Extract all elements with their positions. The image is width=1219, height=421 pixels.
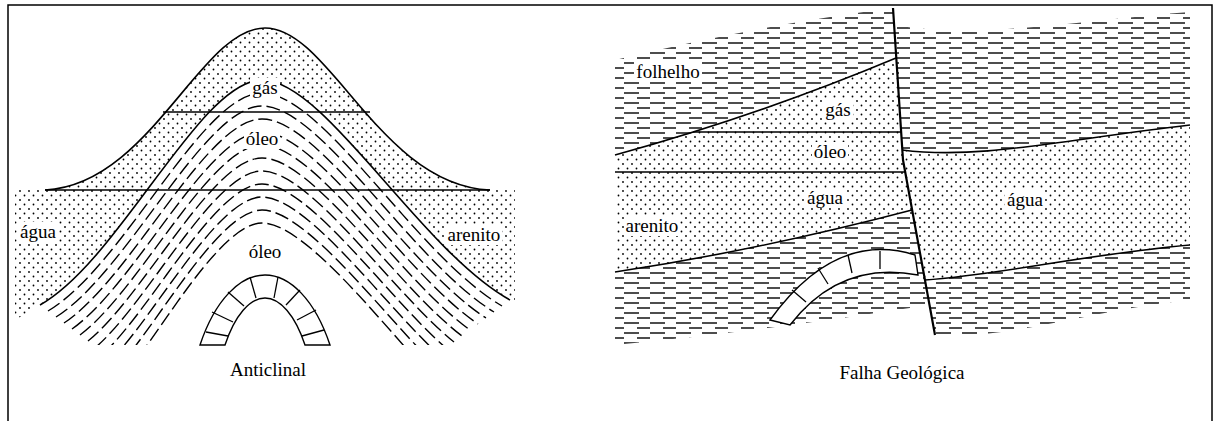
layer-label: água <box>1005 190 1045 211</box>
shale-bedding <box>96 171 454 347</box>
shale-bedding <box>64 119 486 323</box>
gas-oil-contact <box>163 111 370 113</box>
oil-water-contact <box>45 189 490 191</box>
shale-layer <box>615 210 930 345</box>
layer-label: água <box>18 222 58 243</box>
layer-label: óleo <box>812 142 849 163</box>
figure-caption: Anticlinal <box>228 360 308 381</box>
sand-top <box>902 125 1190 153</box>
limestone-bricks <box>792 251 880 302</box>
layer-label: gás <box>250 78 279 99</box>
sand-bottom <box>925 245 1190 280</box>
layer-label: óleo <box>244 129 281 150</box>
layer-label: óleo <box>247 242 284 263</box>
fault-contacts <box>615 58 1190 280</box>
frame <box>8 5 1212 421</box>
shale-layer <box>925 245 1190 336</box>
layer-label: arenito <box>624 216 681 237</box>
shale-bedding <box>88 158 462 341</box>
oil-water-contact <box>615 171 905 173</box>
shale-layer <box>48 93 502 371</box>
sand-bottom <box>615 210 912 272</box>
dome-top <box>45 28 490 190</box>
fault-line <box>893 8 935 335</box>
shale-top <box>40 80 510 305</box>
layer-label: gás <box>823 100 852 121</box>
layer-label: água <box>805 188 845 209</box>
figure-caption: Falha Geológica <box>837 363 966 384</box>
shale-bedding <box>112 197 438 359</box>
limestone-layer <box>770 250 918 325</box>
limestone-band <box>770 250 918 325</box>
limestone-layer <box>200 275 330 345</box>
limestone-bricks <box>206 277 324 336</box>
shale-bedding <box>104 184 446 353</box>
layer-label: arenito <box>446 225 503 246</box>
sand-top <box>615 58 896 155</box>
limestone-band <box>200 275 330 345</box>
layer-label: folhelho <box>634 62 701 83</box>
shale-bedding <box>120 210 430 365</box>
shale-bedding <box>128 223 422 371</box>
anticline-contacts <box>40 28 510 305</box>
gas-oil-contact <box>693 131 901 133</box>
